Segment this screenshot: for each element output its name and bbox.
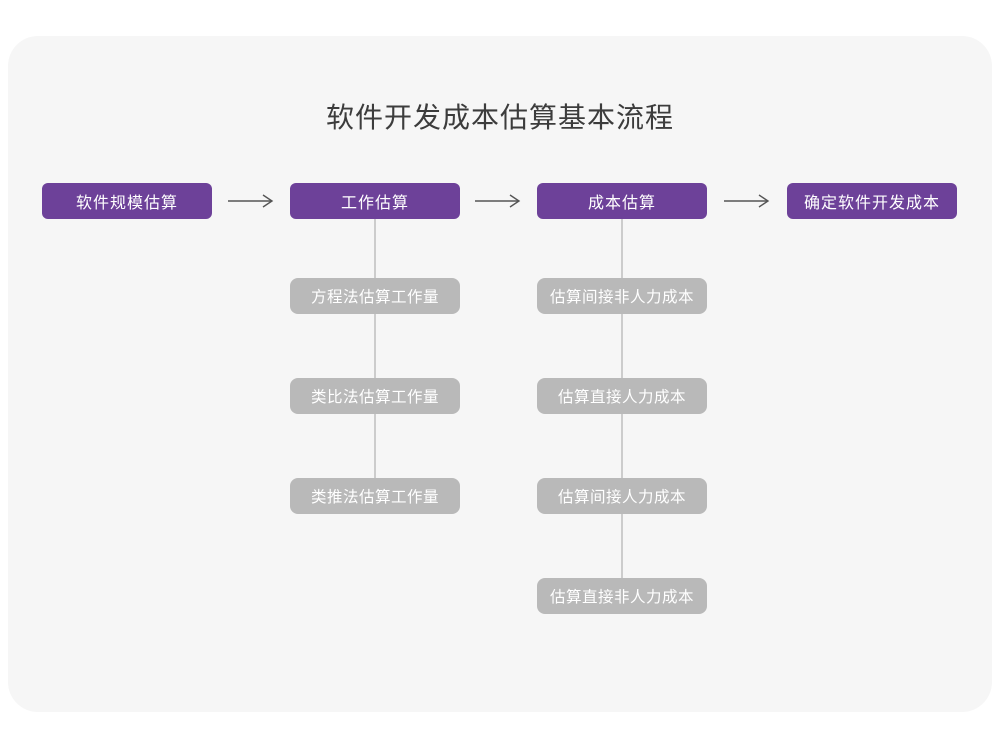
analogy-method-workload-box: 类比法估算工作量 bbox=[290, 378, 460, 414]
sub-box-label: 类推法估算工作量 bbox=[310, 489, 439, 506]
sub-box-label: 估算直接非人力成本 bbox=[549, 589, 694, 606]
stage-cost-estimation: 成本估算 bbox=[537, 183, 707, 219]
extrapolation-method-workload-box: 类推法估算工作量 bbox=[290, 478, 460, 514]
right-arrow-icon bbox=[226, 190, 276, 212]
indirect-non-labor-cost-box: 估算间接非人力成本 bbox=[537, 278, 707, 314]
stage-label: 软件规模估算 bbox=[75, 195, 178, 212]
stage-label: 成本估算 bbox=[587, 195, 656, 212]
sub-box-label: 方程法估算工作量 bbox=[310, 289, 439, 306]
stage-work-estimation: 工作估算 bbox=[290, 183, 460, 219]
sub-box-label: 估算直接人力成本 bbox=[557, 389, 686, 406]
direct-non-labor-cost-box: 估算直接非人力成本 bbox=[537, 578, 707, 614]
sub-box-label: 类比法估算工作量 bbox=[310, 389, 439, 406]
right-arrow-icon bbox=[722, 190, 772, 212]
right-arrow-icon bbox=[473, 190, 523, 212]
stage-label: 确定软件开发成本 bbox=[803, 195, 940, 212]
diagram-panel bbox=[8, 36, 992, 712]
stage-label: 工作估算 bbox=[340, 195, 409, 212]
direct-labor-cost-box: 估算直接人力成本 bbox=[537, 378, 707, 414]
sub-box-label: 估算间接非人力成本 bbox=[549, 289, 694, 306]
diagram-title: 软件开发成本估算基本流程 bbox=[325, 102, 674, 133]
connector-line-work-estimation bbox=[374, 219, 376, 481]
equation-method-workload-box: 方程法估算工作量 bbox=[290, 278, 460, 314]
stage-determine-software-development-cost: 确定软件开发成本 bbox=[787, 183, 957, 219]
stage-software-scale-estimation: 软件规模估算 bbox=[42, 183, 212, 219]
indirect-labor-cost-box: 估算间接人力成本 bbox=[537, 478, 707, 514]
sub-box-label: 估算间接人力成本 bbox=[557, 489, 686, 506]
